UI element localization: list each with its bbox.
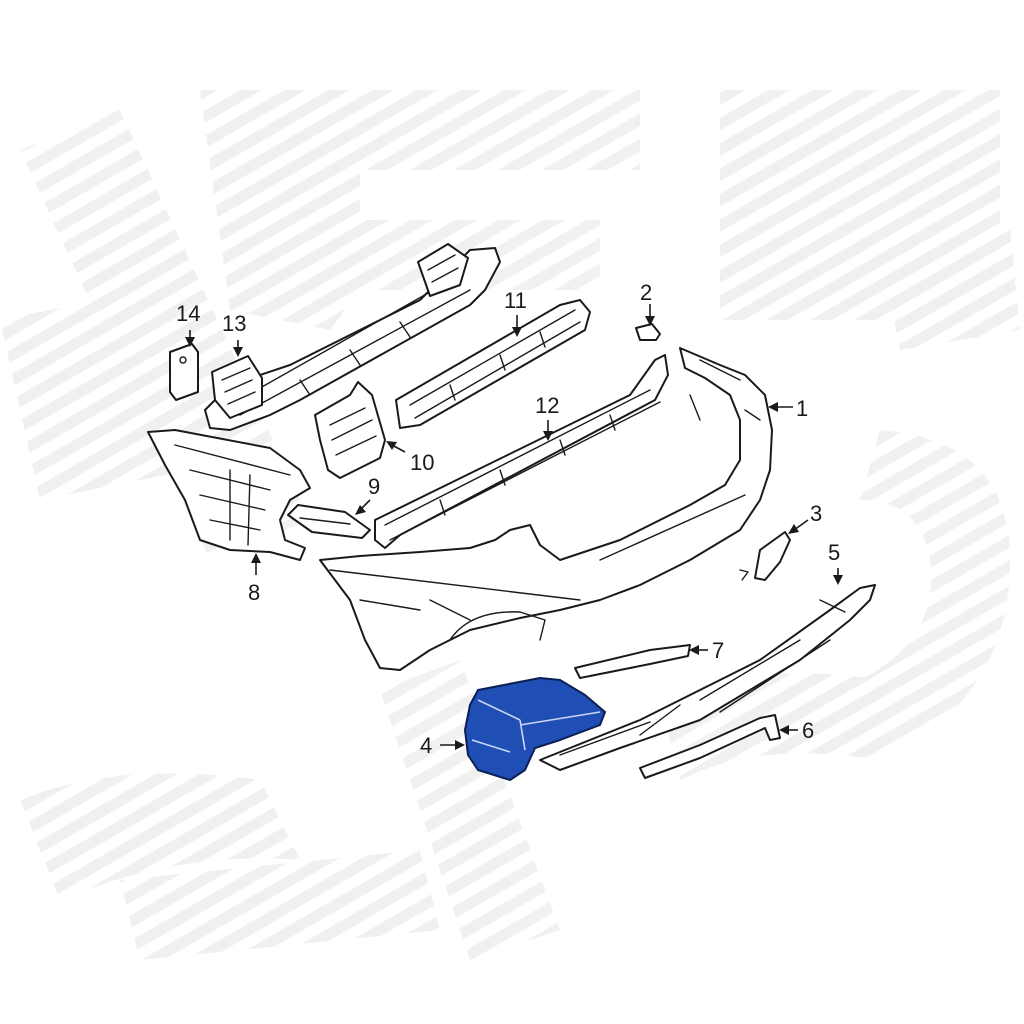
callout-label-13: 13: [222, 311, 246, 336]
callout-12: 12: [535, 393, 559, 441]
part-7-strip: [574, 644, 691, 679]
callouts: 1 2 3 4 5 6: [176, 280, 843, 758]
callout-4: 4: [420, 733, 465, 758]
part-9-trim: [287, 504, 371, 539]
callout-9: 9: [355, 474, 380, 515]
part-14-pad: [169, 343, 199, 401]
callout-8: 8: [248, 553, 261, 605]
part-12-absorber: [374, 354, 669, 549]
part-1-bumper-cover: [319, 347, 773, 671]
part-11-absorber: [395, 299, 591, 429]
part-5-diffuser: [539, 584, 876, 771]
part-10-bracket: [314, 381, 386, 479]
callout-label-11: 11: [504, 288, 527, 313]
callout-1: 1: [768, 396, 808, 421]
callout-label-7: 7: [712, 638, 724, 663]
part-8-side-bracket: [147, 429, 311, 561]
callout-6: 6: [779, 718, 814, 743]
callout-5: 5: [828, 540, 843, 585]
callout-3: 3: [788, 501, 822, 534]
callout-11: 11: [504, 288, 527, 337]
callout-10: 10: [386, 441, 434, 475]
callout-label-9: 9: [368, 474, 380, 499]
callout-7: 7: [689, 638, 724, 663]
part-13-reinforcement-bar: [204, 243, 501, 431]
part-3-cover: [739, 531, 791, 581]
callout-label-10: 10: [410, 450, 434, 475]
watermark: [0, 90, 1020, 960]
callout-label-6: 6: [802, 718, 814, 743]
callout-label-14: 14: [176, 301, 200, 326]
callout-label-12: 12: [535, 393, 559, 418]
callout-label-3: 3: [810, 501, 822, 526]
callout-label-4: 4: [420, 733, 432, 758]
callout-14: 14: [176, 301, 200, 347]
callout-label-8: 8: [248, 580, 260, 605]
part-2-clip: [635, 323, 661, 341]
part-6-trim-strip: [639, 714, 781, 779]
callout-2: 2: [640, 280, 655, 326]
part-4-grille-highlighted[interactable]: [464, 677, 606, 781]
callout-label-2: 2: [640, 280, 652, 305]
callout-label-5: 5: [828, 540, 840, 565]
callout-label-1: 1: [796, 396, 808, 421]
callout-13: 13: [222, 311, 246, 357]
